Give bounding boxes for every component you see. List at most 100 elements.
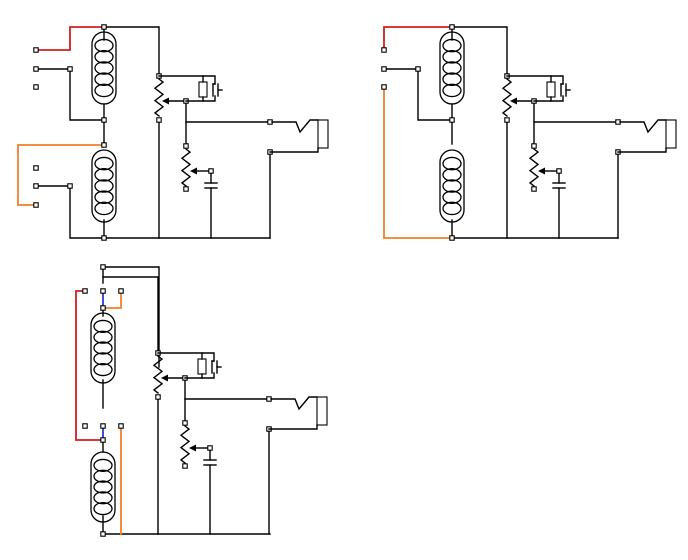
plug-lead (270, 396, 318, 411)
orange-jumper (383, 86, 453, 239)
terminal (183, 186, 189, 192)
wire (69, 185, 105, 239)
transformer-coil (439, 31, 465, 105)
coil-turn (94, 38, 114, 53)
coil-turn (93, 502, 113, 516)
terminal (449, 117, 455, 123)
terminal (449, 24, 455, 30)
coil-body (91, 31, 117, 105)
coil-body (439, 149, 465, 223)
wire (157, 352, 215, 362)
resistor (528, 148, 540, 187)
terminal (183, 143, 189, 149)
resistor (152, 355, 164, 394)
coil-turn (94, 190, 114, 205)
wire (158, 75, 216, 85)
terminal (415, 66, 421, 72)
coil-turn (94, 83, 114, 98)
terminal (100, 437, 106, 443)
output-plug (317, 119, 329, 149)
coil-body (91, 149, 117, 223)
coil-turn (442, 38, 462, 53)
wire (550, 95, 564, 102)
terminal (207, 445, 213, 451)
coil-turn (93, 363, 113, 377)
wire (533, 103, 619, 123)
terminal (118, 288, 124, 294)
coil-turn (93, 330, 113, 344)
terminal (33, 47, 39, 53)
transformer-coil (91, 149, 117, 223)
transformer-coil (439, 149, 465, 223)
red-jumper (383, 26, 453, 51)
terminal (67, 183, 73, 189)
terminal (33, 183, 39, 189)
terminal (101, 235, 107, 241)
coil-turn (93, 352, 113, 366)
output-plug (316, 396, 328, 426)
wiper-arrow (162, 97, 169, 105)
coil-turn (442, 156, 462, 171)
terminal (504, 117, 510, 123)
resistor (153, 78, 165, 117)
terminal (449, 235, 455, 241)
coil-turn (93, 491, 113, 505)
terminal (33, 66, 39, 72)
transformer-coil (91, 31, 117, 105)
wire (69, 68, 105, 121)
coil-body (90, 451, 116, 523)
coil-turn (442, 201, 462, 216)
wiper-arrow (510, 97, 517, 105)
terminal (82, 288, 88, 294)
wiper-arrow (538, 167, 545, 175)
terminal (381, 84, 387, 90)
transformer-coil (90, 312, 116, 384)
terminal (101, 117, 107, 123)
wire (617, 147, 667, 153)
coil-turn (442, 72, 462, 87)
wiper-arrow (161, 374, 168, 382)
terminal (67, 66, 73, 72)
plug-lead (271, 119, 319, 134)
resistor (180, 148, 192, 187)
terminal (33, 202, 39, 208)
wiper-arrow (190, 167, 197, 175)
terminal (82, 423, 88, 429)
wire (102, 266, 160, 368)
wire (202, 95, 216, 102)
coil-turn (442, 83, 462, 98)
coil-turn (93, 341, 113, 355)
resistor (179, 425, 191, 464)
terminal (101, 142, 107, 148)
wire (185, 103, 271, 123)
terminal (155, 394, 161, 400)
terminal (182, 463, 188, 469)
red-jumper (75, 290, 104, 441)
wire (201, 372, 215, 379)
wire (506, 75, 564, 85)
wire (102, 276, 159, 354)
terminal (33, 165, 39, 171)
coil-turn (94, 201, 114, 216)
coil-turn (442, 49, 462, 64)
wire (268, 424, 318, 430)
coil-turn (94, 167, 114, 182)
resistor-box (198, 81, 208, 98)
resistor (501, 78, 513, 117)
coil-turn (94, 179, 114, 193)
terminal (100, 305, 106, 311)
coil-turn (94, 61, 114, 75)
circuit-3 (75, 264, 328, 537)
resistor-box (546, 81, 556, 98)
terminal (100, 531, 106, 537)
terminal (208, 168, 214, 174)
wire (269, 147, 319, 153)
circuit-1 (17, 24, 329, 241)
wire (451, 26, 508, 77)
terminal (100, 264, 106, 270)
terminal (381, 47, 387, 53)
transformer-coil (90, 451, 116, 523)
terminal (100, 423, 106, 429)
plug-lead (619, 119, 667, 134)
coil-turn (93, 480, 113, 494)
